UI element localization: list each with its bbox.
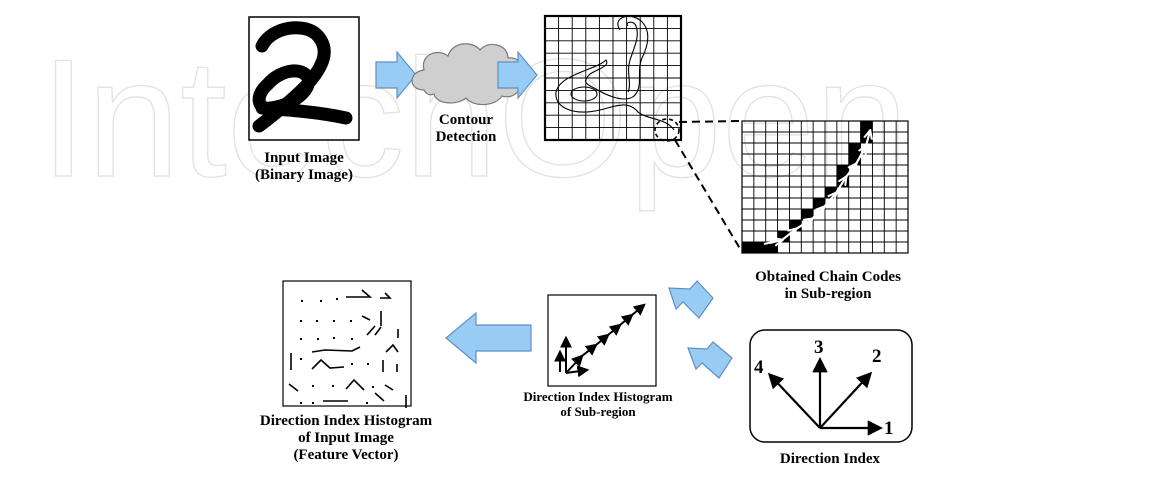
direction-arrow-4 <box>767 372 821 429</box>
input-histogram-label-line-1: Direction Index Histogram <box>259 413 433 429</box>
subregion-histogram-label-line-1: Direction Index Histogram <box>523 389 673 404</box>
direction-index-label-text: Direction Index <box>779 451 881 467</box>
flow-arrow-5 <box>445 311 532 365</box>
zoom-dashed-line-bottom <box>674 139 743 253</box>
input-histogram-label: Direction Index Histogram of Input Image… <box>226 413 466 464</box>
chain-codes-label: Obtained Chain Codes in Sub-region <box>722 269 934 303</box>
contour-detection-label-line-1: Contour <box>438 112 494 128</box>
chain-codes-label-line-2: in Sub-region <box>784 286 872 302</box>
input-image-label-line-2: (Binary Image) <box>255 167 353 183</box>
input-image-label: Input Image (Binary Image) <box>238 150 370 184</box>
input-image-box <box>248 16 360 141</box>
zoom-highlight-circle <box>654 118 680 142</box>
direction-index-box: 1 2 3 4 <box>749 329 913 443</box>
input-image-label-line-1: Input Image <box>264 150 344 166</box>
contour-detection-label-line-2: Detection <box>435 129 497 145</box>
contour-grid <box>543 14 683 142</box>
subregion-histogram-label: Direction Index Histogram of Sub-region <box>486 389 710 419</box>
zoom-dashed-line-top <box>678 120 743 123</box>
direction-number-2: 2 <box>872 346 882 367</box>
direction-arrow-2 <box>819 371 873 429</box>
flow-arrow-2 <box>497 50 538 100</box>
subregion-histogram-box <box>547 294 657 387</box>
direction-index-label: Direction Index <box>744 451 916 468</box>
flow-arrow-4 <box>687 341 733 379</box>
direction-number-3: 3 <box>814 337 824 358</box>
chain-code-grid <box>741 120 909 254</box>
contour-detection-label: Contour Detection <box>410 112 522 146</box>
direction-number-4: 4 <box>754 357 764 378</box>
chain-codes-label-line-1: Obtained Chain Codes <box>755 269 901 285</box>
subregion-histogram-label-line-2: of Sub-region <box>560 404 636 419</box>
input-histogram-box <box>282 280 412 408</box>
input-histogram-label-line-3: (Feature Vector) <box>293 447 399 463</box>
input-histogram-label-line-2: of Input Image <box>298 430 394 446</box>
direction-number-1: 1 <box>884 418 894 439</box>
flow-arrow-3 <box>668 280 714 319</box>
flow-arrow-1 <box>375 50 417 100</box>
